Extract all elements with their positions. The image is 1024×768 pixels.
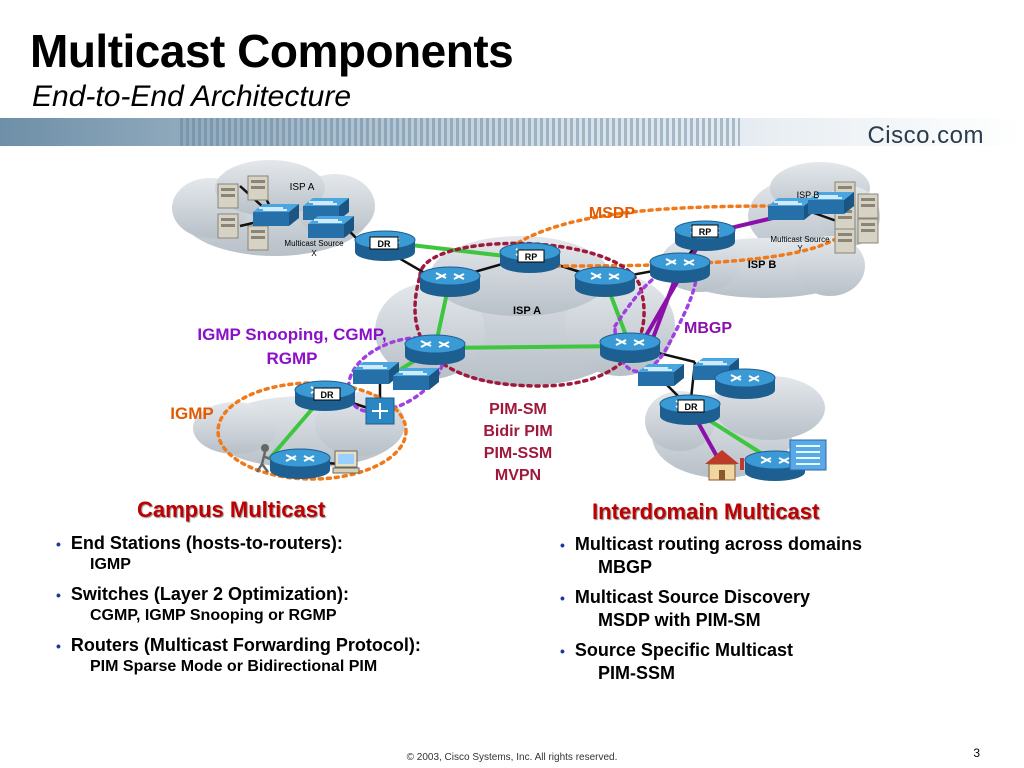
label-source-x-2: X (311, 249, 317, 258)
interdomain-item-detail: MBGP (598, 557, 652, 577)
label-snooping-1: IGMP Snooping, CGMP, (197, 325, 386, 344)
bullet-icon: • (560, 590, 565, 606)
label-isp-a-core: ISP A (513, 305, 541, 317)
label-snooping-2: RGMP (267, 349, 318, 368)
label-pim-1: PIM-SM (489, 401, 547, 418)
label-isp-b-small: ISP B (797, 190, 820, 200)
campus-item: • End Stations (hosts-to-routers): IGMP (56, 532, 526, 575)
multicast-router-icon (365, 397, 395, 425)
tag-dr-left: DR (313, 387, 341, 401)
slide-title: Multicast Components (30, 25, 514, 77)
tag-dr-left-text: DR (321, 390, 334, 400)
campus-heading: Campus Multicast (137, 497, 326, 522)
label-isp-b: ISP B (748, 259, 777, 271)
page-number: 3 (973, 746, 980, 760)
interdomain-item-detail: PIM-SSM (598, 663, 676, 683)
campus-item-detail: PIM Sparse Mode or Bidirectional PIM (90, 658, 378, 675)
label-pim-3: PIM-SSM (484, 445, 552, 462)
tag-rp-top-text: RP (525, 252, 538, 262)
interdomain-list: • Multicast routing across domains MBGP •… (560, 533, 1000, 684)
label-source-x-1: Multicast Source (284, 239, 344, 248)
network-diagram: DR RP RP DR DR ISP A Multicast Source X … (170, 160, 880, 484)
label-pim-4: MVPN (495, 467, 541, 484)
label-msdp: MSDP (589, 205, 636, 222)
interdomain-item-title: Multicast routing across domains (574, 534, 862, 554)
header-banner (0, 118, 1024, 146)
interdomain-item-detail: MSDP with PIM-SM (598, 610, 761, 630)
tag-dr-top-text: DR (378, 239, 391, 249)
tag-dr-top: DR (369, 236, 399, 250)
ring-mbgp (613, 263, 698, 374)
slide-subtitle: End-to-End Architecture (32, 80, 352, 113)
campus-list: • End Stations (hosts-to-routers): IGMP •… (56, 532, 526, 677)
copyright-footer: © 2003, Cisco Systems, Inc. All rights r… (406, 752, 618, 763)
bullet-icon: • (560, 537, 565, 553)
interdomain-item-title: Multicast Source Discovery (574, 587, 810, 607)
cisco-brand-logo: Cisco.com (867, 122, 984, 149)
user-figure-icon (255, 444, 271, 473)
interdomain-item: • Source Specific Multicast PIM-SSM (560, 639, 1000, 684)
label-mbgp: MBGP (684, 320, 732, 337)
house-icon (705, 450, 744, 481)
label-source-y-2: Y (797, 244, 803, 253)
interdomain-item: • Multicast Source Discovery MSDP with PI… (560, 586, 1000, 631)
campus-item: • Routers (Multicast Forwarding Protocol)… (56, 634, 526, 677)
label-pim-2: Bidir PIM (483, 423, 552, 440)
bullet-icon: • (56, 638, 61, 654)
label-igmp: IGMP (170, 404, 213, 423)
campus-item-title: Switches (Layer 2 Optimization): (70, 584, 349, 604)
building-icon (789, 439, 827, 471)
interdomain-item-title: Source Specific Multicast (574, 640, 793, 660)
label-isp-a-small: ISP A (290, 182, 315, 193)
bullet-icon: • (56, 587, 61, 603)
campus-item-detail: IGMP (90, 556, 131, 573)
interdomain-item: • Multicast routing across domains MBGP (560, 533, 1000, 578)
label-source-y-1: Multicast Source (770, 235, 830, 244)
tag-rp-top: RP (517, 249, 545, 263)
campus-item-title: Routers (Multicast Forwarding Protocol): (70, 635, 421, 655)
tag-dr-right-text: DR (685, 402, 698, 412)
tag-rp-right-text: RP (699, 227, 712, 237)
bullet-icon: • (56, 536, 61, 552)
campus-item-title: End Stations (hosts-to-routers): (70, 533, 343, 553)
interdomain-heading: Interdomain Multicast (592, 499, 820, 524)
host-pc-icon (332, 450, 360, 474)
bullet-icon: • (560, 643, 565, 659)
tag-rp-right: RP (691, 224, 719, 238)
tag-dr-right: DR (677, 399, 705, 413)
campus-item-detail: CGMP, IGMP Snooping or RGMP (90, 607, 337, 624)
campus-item: • Switches (Layer 2 Optimization): CGMP, … (56, 583, 526, 626)
